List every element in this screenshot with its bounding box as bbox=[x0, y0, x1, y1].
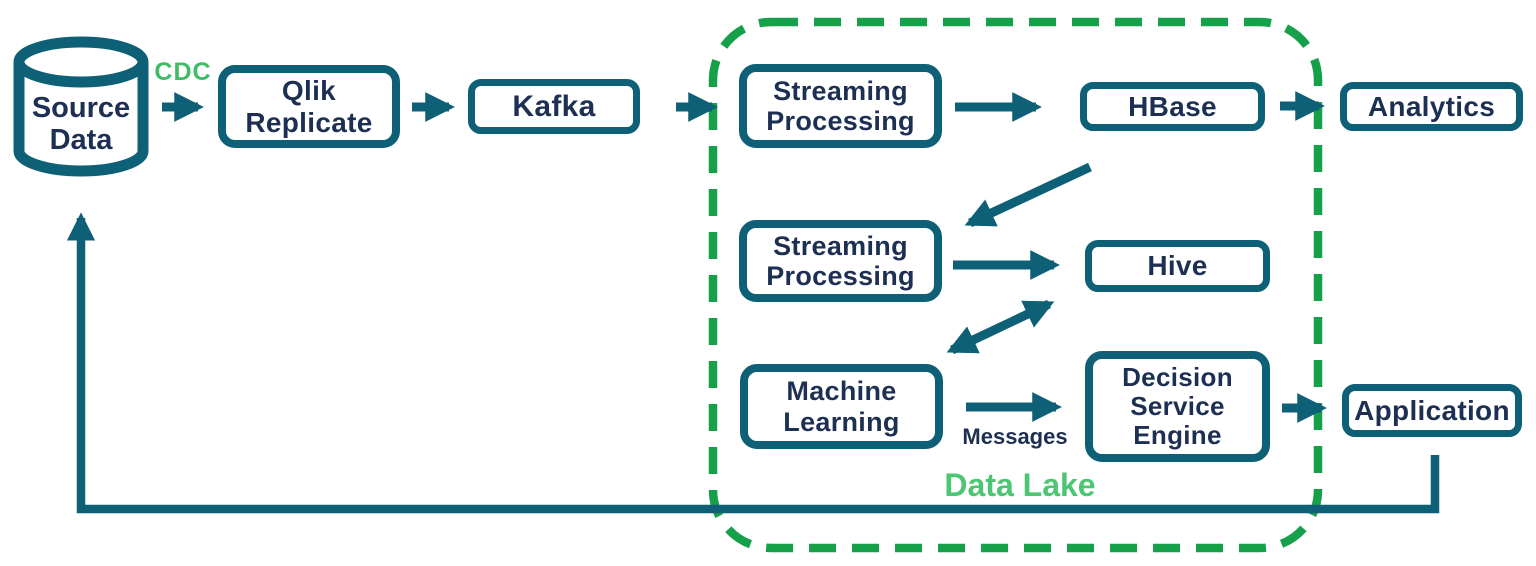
node-streaming-processing-1: Streaming Processing bbox=[739, 64, 942, 148]
cdc-edge-label: CDC bbox=[154, 58, 212, 86]
node-hbase: HBase bbox=[1080, 82, 1265, 131]
arrow-application-feedback-to-source bbox=[66, 212, 1440, 514]
node-streaming-processing-2: Streaming Processing bbox=[739, 220, 942, 302]
node-kafka: Kafka bbox=[468, 79, 640, 134]
database-cylinder-icon bbox=[13, 36, 149, 177]
data-lake-boundary bbox=[708, 17, 1323, 553]
node-analytics: Analytics bbox=[1340, 82, 1523, 131]
messages-edge-label: Messages bbox=[962, 424, 1068, 449]
node-qlik-replicate: Qlik Replicate bbox=[218, 65, 400, 148]
data-lake-group-label: Data Lake bbox=[944, 467, 1096, 503]
arrow-hbase-to-streaming2 bbox=[964, 162, 1092, 228]
node-application: Application bbox=[1342, 384, 1522, 437]
node-source-data-label: Source Data bbox=[31, 92, 131, 156]
node-decision-service-engine: Decision Service Engine bbox=[1085, 351, 1270, 462]
node-hive: Hive bbox=[1085, 240, 1270, 292]
node-machine-learning: Machine Learning bbox=[740, 364, 943, 449]
arrow-hive-ml-bidirectional bbox=[946, 299, 1055, 355]
